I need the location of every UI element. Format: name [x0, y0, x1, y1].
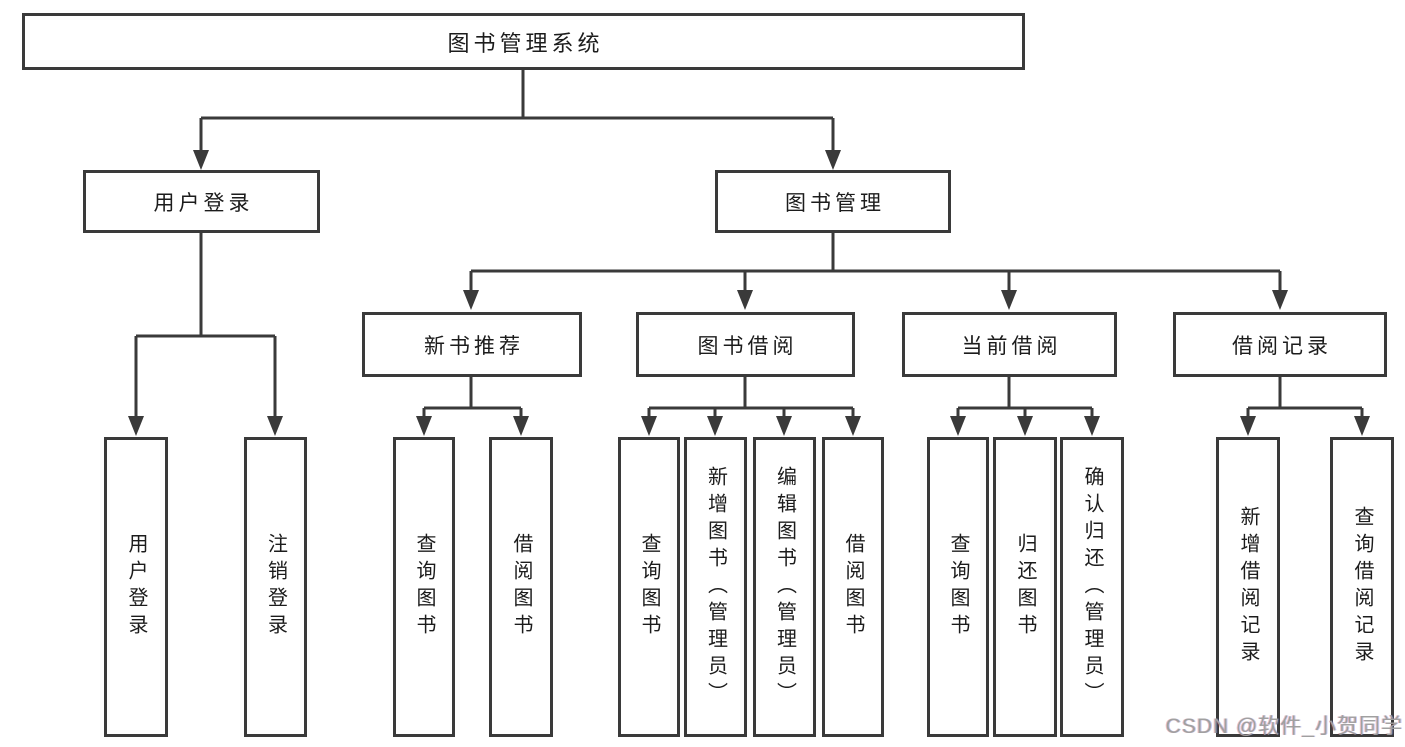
node-book-borrow: 图书借阅 [636, 312, 855, 377]
node-library-system: 图书管理系统 [22, 13, 1025, 70]
leaf-logout: 注销登录 [244, 437, 307, 737]
node-user-login: 用户登录 [83, 170, 320, 233]
node-label: 当前借阅 [961, 334, 1062, 358]
leaf-query-book-borrow: 查询图书 [618, 437, 680, 737]
node-label: 图书管理系统 [447, 30, 604, 56]
node-label: 用户登录 [153, 191, 254, 215]
leaf-query-book-recommend: 查询图书 [393, 437, 455, 737]
leaf-label: 用户登录 [125, 533, 147, 641]
leaf-add-borrow-record: 新增借阅记录 [1216, 437, 1280, 737]
leaf-edit-book-admin: 编辑图书（管理员） [753, 437, 816, 737]
leaf-label: 编辑图书（管理员） [773, 465, 796, 709]
leaf-add-book-admin: 新增图书（管理员） [684, 437, 747, 737]
node-label: 图书管理 [785, 191, 885, 215]
csdn-watermark: CSDN @软件_小贺同学 [1165, 715, 1403, 738]
leaf-query-book-current: 查询图书 [927, 437, 989, 737]
leaf-user-login: 用户登录 [104, 437, 168, 737]
node-book-management: 图书管理 [715, 170, 951, 233]
leaf-confirm-return-admin: 确认归还（管理员） [1060, 437, 1124, 737]
node-label: 新书推荐 [424, 334, 524, 358]
leaf-label: 确认归还（管理员） [1081, 465, 1103, 709]
leaf-return-book: 归还图书 [993, 437, 1057, 737]
node-borrow-records: 借阅记录 [1173, 312, 1387, 377]
leaf-label: 查询图书 [413, 533, 435, 641]
node-current-borrow: 当前借阅 [902, 312, 1117, 377]
leaf-label: 借阅图书 [842, 533, 864, 641]
leaf-label: 查询图书 [638, 533, 660, 641]
leaf-borrow-book: 借阅图书 [822, 437, 884, 737]
leaf-borrow-book-recommend: 借阅图书 [489, 437, 553, 737]
leaf-label: 新增图书（管理员） [704, 465, 727, 709]
node-label: 图书借阅 [697, 334, 798, 358]
node-label: 借阅记录 [1232, 334, 1332, 358]
leaf-label: 借阅图书 [510, 533, 532, 641]
leaf-label: 查询借阅记录 [1351, 506, 1373, 668]
leaf-query-borrow-record: 查询借阅记录 [1330, 437, 1394, 737]
leaf-label: 归还图书 [1014, 533, 1036, 641]
arrowheads [128, 150, 1370, 436]
leaf-label: 新增借阅记录 [1237, 506, 1259, 668]
node-new-book-recommend: 新书推荐 [362, 312, 582, 377]
leaf-label: 注销登录 [264, 533, 287, 641]
leaf-label: 查询图书 [947, 533, 969, 641]
